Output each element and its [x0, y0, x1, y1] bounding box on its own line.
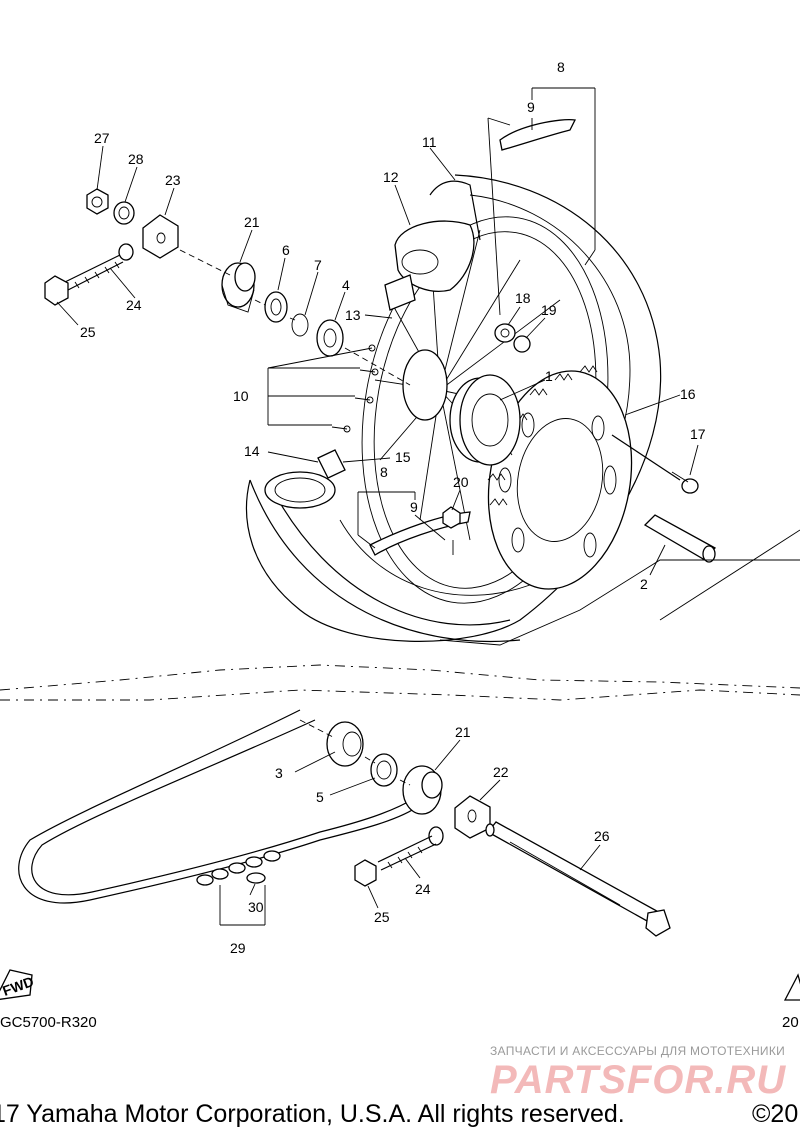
callout-27: 27 [94, 130, 110, 146]
callout-6: 6 [282, 242, 290, 258]
callout-4: 4 [342, 277, 350, 293]
callout-9: 9 [527, 99, 535, 115]
callout-22: 22 [493, 764, 509, 780]
copyright-text: 17 Yamaha Motor Corporation, U.S.A. All … [0, 1100, 625, 1128]
diagram-code: GC5700-R320 [0, 1014, 97, 1031]
callout-8: 8 [557, 59, 565, 75]
axle-side-parts [44, 188, 411, 386]
callout-labels: 8 9 11 12 27 28 23 21 6 7 4 24 25 13 18 … [80, 59, 706, 956]
callout-14: 14 [244, 443, 260, 459]
callout-7: 7 [314, 257, 322, 273]
watermark-brand-logo: PARTSFOR.RU [490, 1058, 787, 1102]
callout-25: 25 [80, 324, 96, 340]
callout-21-lower: 21 [455, 724, 471, 740]
callout-21: 21 [244, 214, 260, 230]
callout-12: 12 [383, 169, 399, 185]
leader-lines [56, 87, 699, 926]
callout-24: 24 [126, 297, 142, 313]
diagram-code-right: 20 [782, 1014, 799, 1031]
axle-and-chain-assembly [0, 664, 800, 937]
callout-19: 19 [541, 302, 557, 318]
callout-25-lower: 25 [374, 909, 390, 925]
callout-18: 18 [515, 290, 531, 306]
rear-wheel-assembly [245, 119, 800, 646]
callout-28: 28 [128, 151, 144, 167]
callout-29: 29 [230, 940, 246, 956]
callout-11: 11 [422, 134, 437, 150]
callout-10: 10 [233, 388, 249, 404]
callout-9-lower: 9 [410, 499, 418, 515]
callout-20: 20 [453, 474, 469, 490]
callout-2: 2 [640, 576, 648, 592]
callout-30: 30 [248, 899, 264, 915]
callout-13: 13 [345, 307, 361, 323]
fwd-arrow-right-icon [783, 973, 800, 1001]
callout-3: 3 [275, 765, 283, 781]
fwd-arrow-icon: FWD [0, 969, 36, 1000]
callout-23: 23 [165, 172, 181, 188]
callout-24-lower: 24 [415, 881, 431, 897]
callout-5: 5 [316, 789, 324, 805]
callout-1: 1 [545, 368, 553, 384]
watermark-tagline: ЗАПЧАСТИ И АКСЕССУАРЫ ДЛЯ МОТОТЕХНИКИ [490, 1044, 786, 1058]
callout-26: 26 [594, 828, 610, 844]
callout-15: 15 [395, 449, 411, 465]
callout-8-lower: 8 [380, 464, 388, 480]
callout-17: 17 [690, 426, 706, 442]
callout-16: 16 [680, 386, 696, 402]
copyright-text-right: ©20 [752, 1100, 799, 1128]
